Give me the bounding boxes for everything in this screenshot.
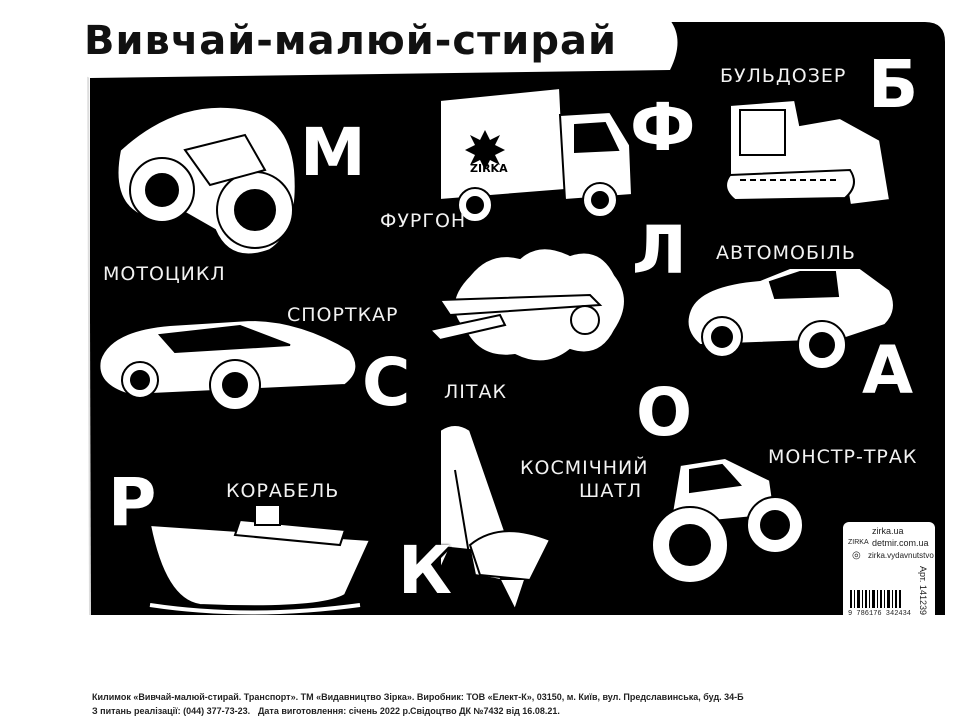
label-sportscar: СПОРТКАР bbox=[287, 304, 399, 326]
letter-r: Р bbox=[108, 464, 157, 541]
article-number: Арт. 141239 bbox=[918, 566, 928, 615]
footer-line2b: Дата виготовлення: січень 2022 р. bbox=[258, 706, 411, 716]
label-bulldozer: БУЛЬДОЗЕР bbox=[720, 65, 847, 87]
footer-line1: Килимок «Вивчай-малюй-стирай. Транспорт»… bbox=[92, 692, 744, 702]
barcode-number: 9 786176 342434 bbox=[848, 610, 912, 618]
label-shuttle-line2: ШАТЛ bbox=[579, 480, 643, 502]
plane-picture bbox=[427, 247, 626, 363]
bulldozer-picture bbox=[725, 98, 892, 207]
letter-f: Ф bbox=[630, 89, 696, 166]
label-ship: КОРАБЕЛЬ bbox=[226, 480, 340, 502]
sportscar-picture bbox=[98, 318, 358, 411]
info-social: zirka.vydavnutstvo bbox=[868, 551, 934, 560]
title-backing bbox=[70, 20, 678, 78]
mat-title: Вивчай-малюй-стирай bbox=[84, 18, 617, 64]
barcode-bars bbox=[850, 590, 901, 608]
letter-o: О bbox=[636, 374, 693, 451]
mat-bottom-strip bbox=[60, 615, 945, 725]
car-picture bbox=[686, 267, 895, 370]
label-van: ФУРГОН bbox=[380, 210, 467, 232]
footer-line2c: Свідоцтво ДК №7432 від 16.08.21. bbox=[410, 706, 560, 716]
footer-line2a: З питань реалізації: (044) 377-73-23. bbox=[92, 706, 251, 716]
label-motorcycle: МОТОЦИКЛ bbox=[103, 263, 226, 285]
letter-m: М bbox=[300, 114, 366, 191]
label-car: АВТОМОБІЛЬ bbox=[716, 242, 856, 264]
shuttle-picture bbox=[439, 424, 552, 613]
info-site2: detmir.com.ua bbox=[872, 538, 929, 548]
label-plane: ЛІТАК bbox=[444, 381, 507, 403]
van-picture: ZIRKA bbox=[439, 86, 634, 223]
letter-s: С bbox=[362, 344, 411, 421]
letter-a: А bbox=[862, 332, 914, 409]
ship-picture bbox=[148, 504, 372, 615]
letter-b: Б bbox=[868, 46, 919, 123]
letter-l: Л bbox=[632, 212, 687, 289]
label-monstertruck: МОНСТР-ТРАК bbox=[768, 446, 918, 468]
info-logo-text: ZIRKA bbox=[848, 539, 869, 546]
instagram-icon: ◎ bbox=[852, 550, 861, 561]
mat-left-edge bbox=[87, 21, 91, 616]
label-shuttle-line1: КОСМІЧНИЙ bbox=[520, 457, 649, 479]
letter-k: К bbox=[398, 532, 452, 609]
motorcycle-picture bbox=[116, 105, 297, 256]
monstertruck-picture bbox=[651, 456, 804, 584]
info-site1: zirka.ua bbox=[872, 526, 904, 536]
van-brand-text: ZIRKA bbox=[470, 162, 508, 175]
